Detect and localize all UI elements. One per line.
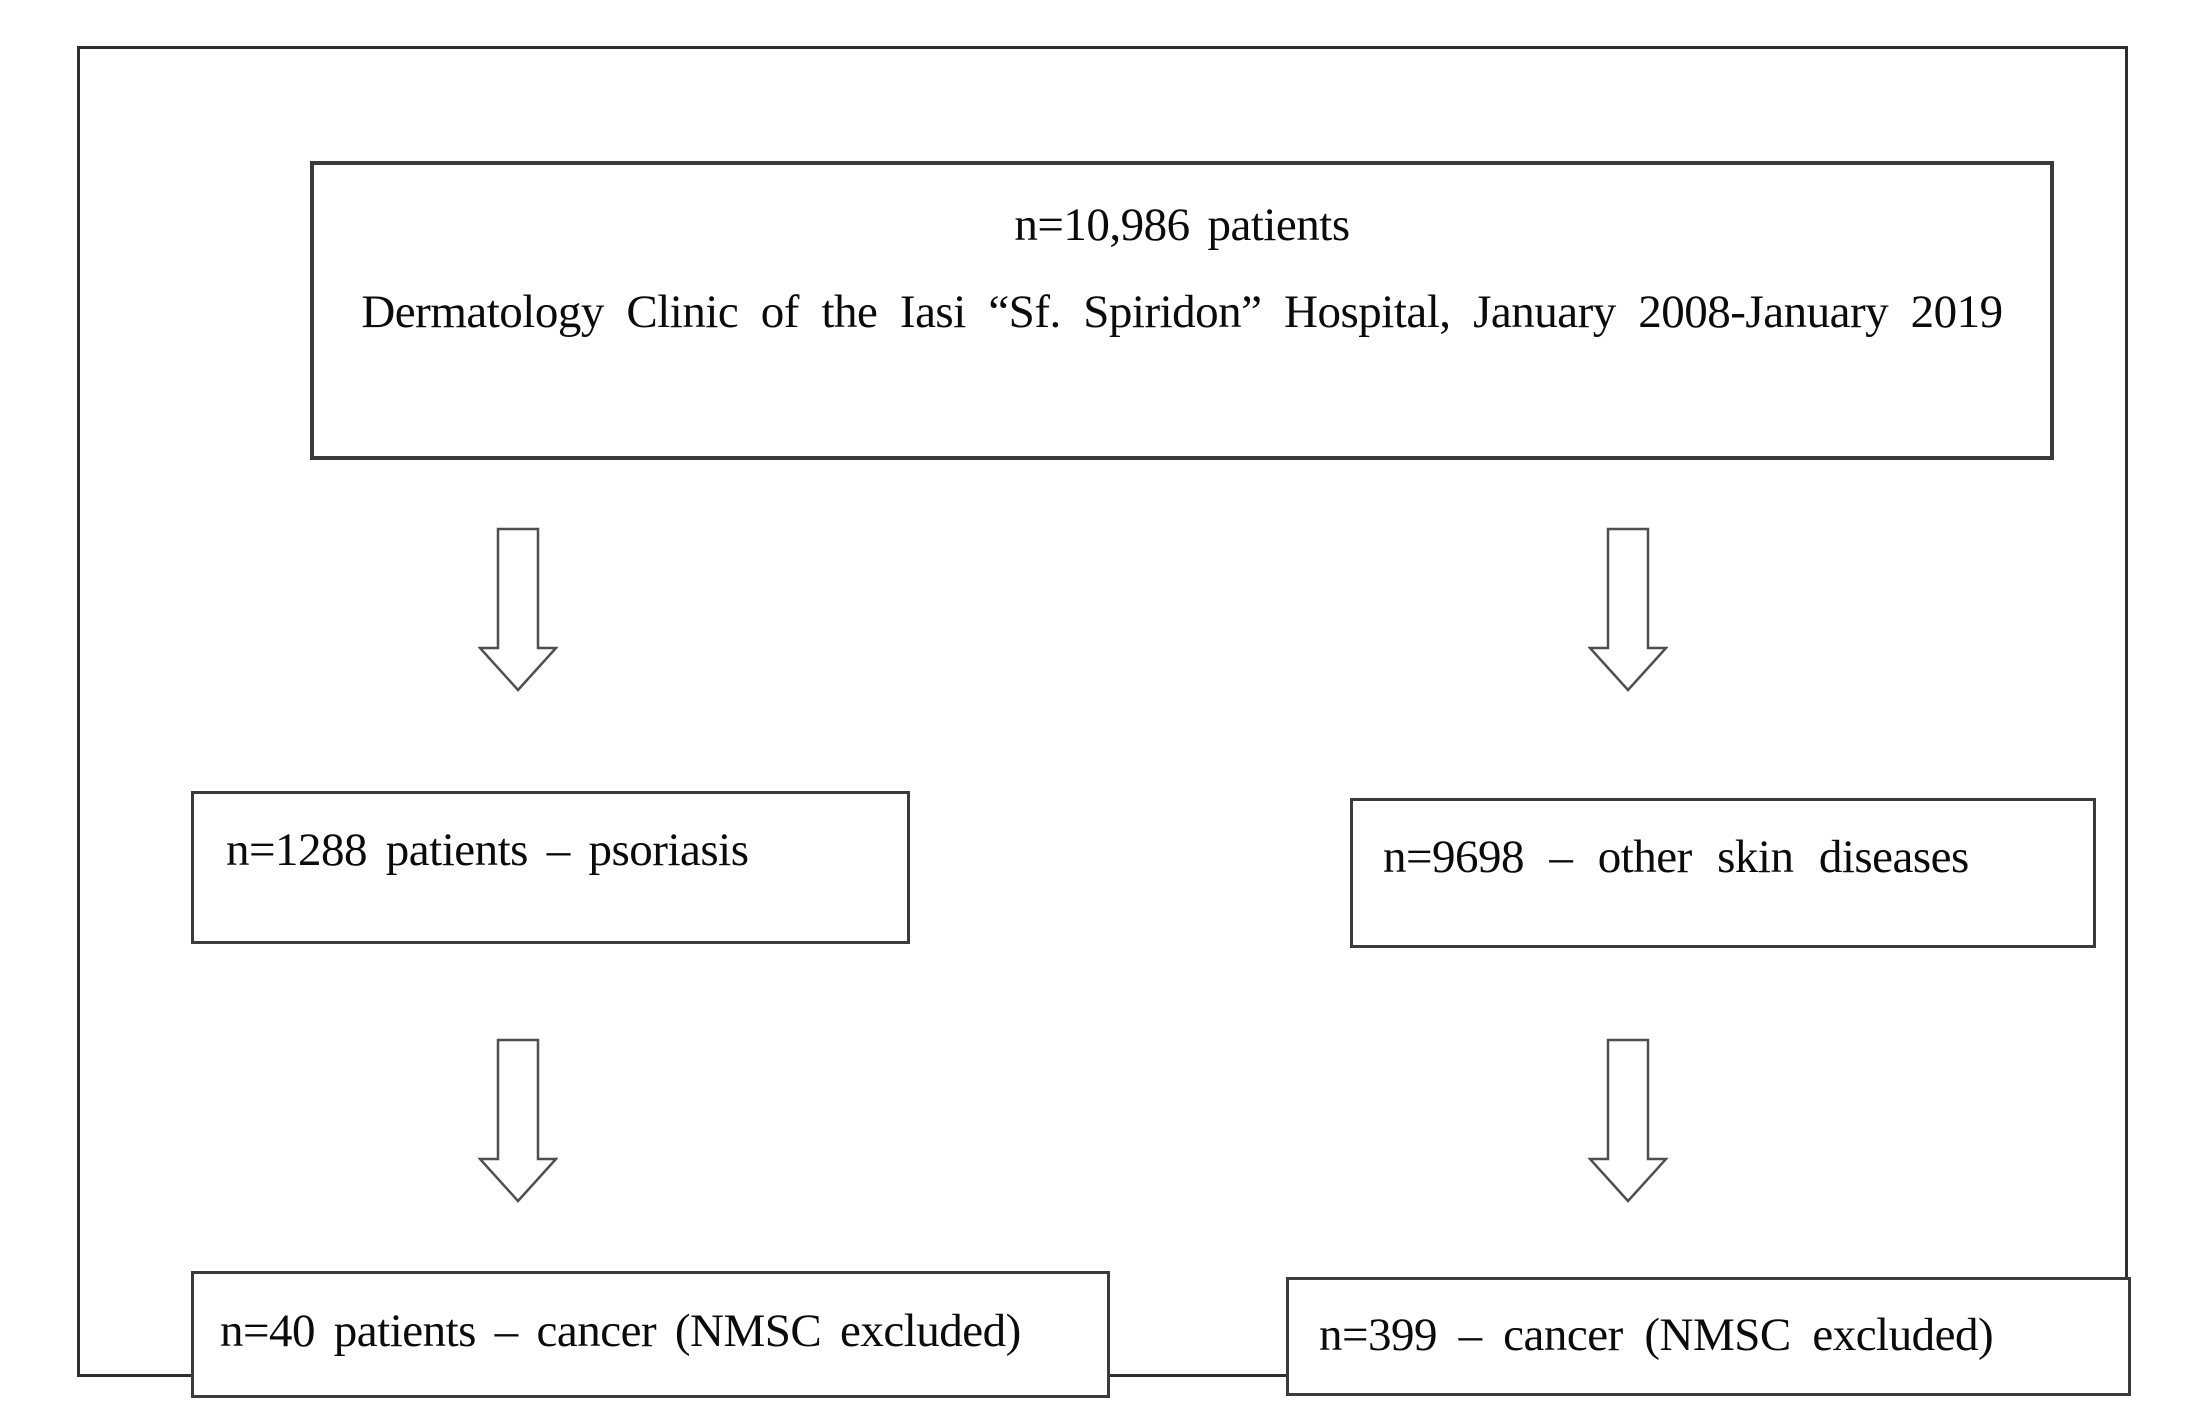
down-arrow-icon: [478, 527, 558, 693]
total-patients-count: n=10,986 patients: [1014, 199, 1350, 251]
box-other-cancer: n=399 – cancer (NMSC excluded): [1286, 1277, 2131, 1396]
psoriasis-cancer-label: n=40 patients – cancer (NMSC excluded): [220, 1305, 1021, 1357]
down-arrow-icon: [1588, 527, 1668, 693]
box-psoriasis-cancer: n=40 patients – cancer (NMSC excluded): [191, 1271, 1110, 1398]
psoriasis-patients-label: n=1288 patients – psoriasis: [226, 824, 749, 876]
other-skin-diseases-label: n=9698 – other skin diseases: [1383, 831, 1969, 883]
box-psoriasis-patients: n=1288 patients – psoriasis: [191, 791, 910, 944]
down-arrow-icon: [1588, 1038, 1668, 1204]
other-cancer-label: n=399 – cancer (NMSC excluded): [1319, 1309, 1994, 1361]
down-arrow-icon: [478, 1038, 558, 1204]
box-total-patients: n=10,986 patients Dermatology Clinic of …: [310, 161, 2054, 460]
box-other-skin-diseases: n=9698 – other skin diseases: [1350, 798, 2096, 948]
flowchart-frame: n=10,986 patients Dermatology Clinic of …: [77, 46, 2131, 1398]
total-patients-source: Dermatology Clinic of the Iasi “Sf. Spir…: [361, 285, 2003, 338]
